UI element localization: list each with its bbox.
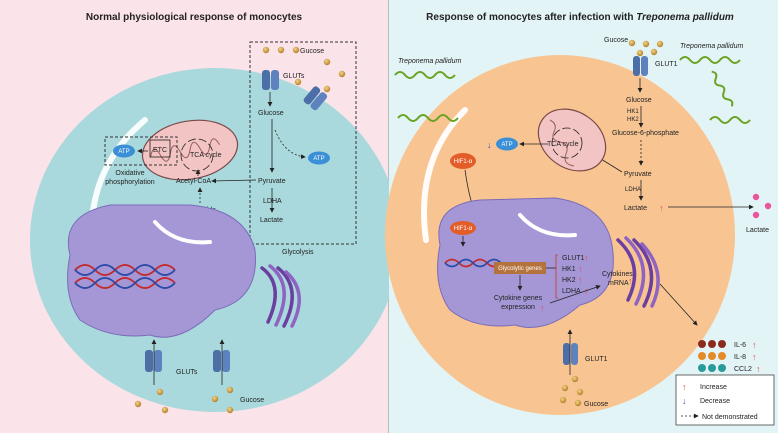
glucose-dots-bottom-left [134,386,234,414]
decrease-arrow: ↓ [487,140,492,150]
atp-label: ATP [501,142,512,148]
atp-icon [496,137,518,151]
nucleus [67,204,256,338]
glycolysis-box [249,41,357,245]
left-etc: ETC [153,147,167,154]
left-glucose: Glucose [258,110,284,117]
right-lactate-in: Lactate [624,205,647,212]
glut-transporter-icon [145,350,162,372]
etc-box [149,139,171,158]
right-hk1: HK1 [627,109,639,115]
glucose-dots-bottom-right [559,375,584,407]
right-tca: TCA cycle [547,141,579,148]
hif1a-label: HIF1-α [454,226,473,232]
lactate-out-dots [752,193,772,219]
legend-box [675,374,775,426]
dna-icon [444,258,502,268]
golgi-icon [260,264,301,328]
increase-arrow: ↑ [578,275,583,285]
legend-increase-symbol: ↑ [682,382,687,392]
glucose-dots-top-left [262,46,346,93]
left-gucose-top: Gucose [300,48,324,55]
cytokine-expr-1: Cytokine genes [494,295,543,302]
right-hk2: HK2 [627,117,639,123]
il6-label: IL-6 [734,342,746,349]
left-lactate: Lactate [260,217,283,224]
increase-arrow: ↑ [752,340,757,350]
left-oxphos-2: phosphorylation [105,179,155,186]
right-gucose-bottom: Gucose [584,401,608,408]
tca-cycle [551,127,583,159]
increase-arrow: ↑ [584,253,589,263]
left-glycolysis: Glycolysis [282,249,314,256]
increase-arrow: ↑ [752,352,757,362]
mitochondrion-icon [537,108,607,172]
atp-icon [308,151,330,165]
left-pyruvate: Pyruvate [258,178,286,185]
left-gucose-bottom: Gucose [240,397,264,404]
gene-hk2: HK2 [562,277,576,284]
atp-label: ATP [313,156,324,162]
left-gluts-top: GLUTs [283,73,305,80]
cytokine-dots [698,340,726,372]
increase-arrow: ↑ [540,303,545,313]
hif1a-label: HIF1-α [454,159,473,165]
gene-ldha: LDHA [562,288,581,295]
left-title: Normal physiological response of monocyt… [86,12,303,23]
cytokine-mrna-2: mRNA [608,280,629,287]
glycolytic-genes-box [494,262,546,274]
gene-glut1: GLUT1 [562,255,585,262]
oxphos-box [104,136,178,166]
glut1-transporter-icon [633,56,648,76]
glut-transporter-icon [262,70,279,90]
glucose-dots-top-right [628,39,664,57]
legend-not-demonstrated: Not demonstrated [702,414,758,421]
atp-icon [113,144,135,158]
golgi-icon [616,236,660,308]
right-lactate-out: Lactate [746,227,769,234]
legend-decrease-symbol: ↓ [682,396,687,406]
right-g6p: Glucose-6-phosphate [612,130,679,137]
right-pyruvate: Pyruvate [624,171,652,178]
ccl2-label: CCL2 [734,366,752,373]
glut1-transporter-icon [563,343,578,365]
increase-arrow: ↑ [756,364,761,374]
right-title: Response of monocytes after infection wi… [426,12,734,23]
left-oxphos-1: Oxidative [115,170,144,177]
il8-label: IL-8 [734,354,746,361]
cytokine-expr-2: expression [501,304,535,311]
left-acetyl: Acetyl-CoA [176,178,211,185]
hif1a-icon [450,221,476,235]
increase-arrow: ↑ [578,264,583,274]
right-glut1-top: GLUT1 [655,61,678,68]
right-tp-right: Treponema pallidum [680,43,743,50]
legend-increase: Increase [700,384,727,391]
treponema-icon [394,56,751,124]
left-ldha: LDHA [263,198,282,205]
right-gucose-top: Gucose [604,37,628,44]
right-ldha: LDHA [625,187,641,193]
dna-icon [74,264,176,289]
gene-hk1: HK1 [562,266,576,273]
right-glucose: Glucose [626,97,652,104]
right-tp-left: Treponema pallidum [398,58,461,65]
right-glut1-bottom: GLUT1 [585,356,608,363]
glycolytic-genes-label: Glycolytic genes [498,266,542,272]
left-gluts-bottom: GLUTs [176,369,198,376]
glut-transporter-icon [303,86,328,111]
glut-transporter-icon [213,350,230,372]
atp-label: ATP [118,149,129,155]
left-tca: TCA cycle [190,152,222,159]
legend-decrease: Decrease [700,398,730,405]
hif1a-icon [450,153,476,169]
cytokine-mrna-1: Cytokines [602,271,633,278]
increase-arrow: ↑ [659,203,664,213]
increase-arrow: ↑ [628,276,633,286]
